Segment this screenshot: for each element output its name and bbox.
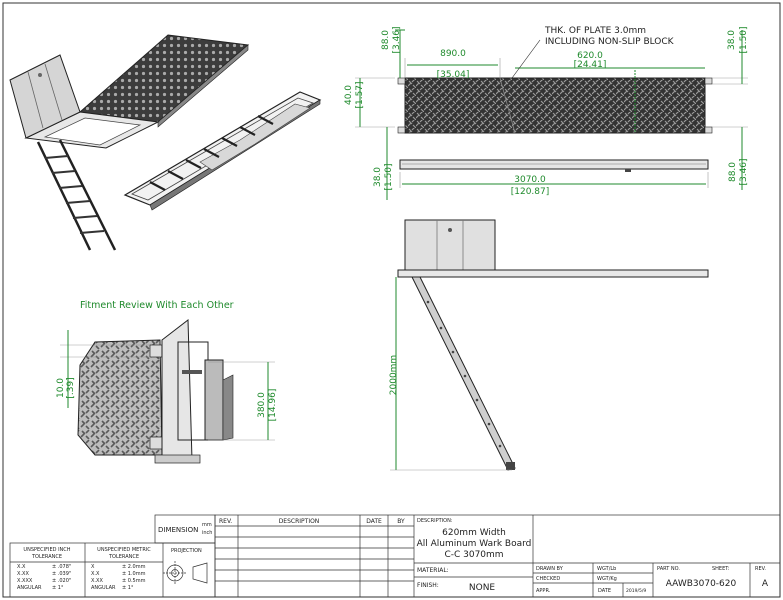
unit-inch: inch (202, 530, 212, 536)
description-line2: All Aluminum Wark Board (417, 539, 532, 549)
dim-3070-mm: 3070.0 (514, 175, 546, 185)
inch-tol-v2: ± .020" (52, 578, 71, 584)
metric-tol-v1: ± 1.0mm (122, 571, 146, 577)
part-no-label: PART NO. (657, 566, 680, 572)
description-line3: C-C 3070mm (444, 550, 503, 560)
top-view-dimensions (355, 29, 748, 200)
dim-620-mm: 620.0 (577, 51, 603, 61)
dim-40-mm: 40.0 (344, 85, 354, 105)
dim-3070-in: [120.87] (511, 187, 550, 197)
dim-890-in: [35.04] (437, 70, 470, 80)
by-header: BY (397, 518, 405, 525)
appr-label: APPR. (536, 588, 551, 594)
rev-header: REV. (219, 518, 232, 525)
metric-tol-title-2: TOLERANCE (108, 554, 139, 560)
metric-tol-v0: ± 2.0mm (122, 564, 146, 570)
fitment-view (60, 319, 275, 464)
dim-fit10-in: [.39] (66, 377, 76, 398)
iso-view-underside (123, 91, 322, 211)
projection-symbol (163, 561, 208, 585)
metric-tol-k1: X.X (91, 571, 100, 577)
inch-tol-v0: ± .078" (52, 564, 71, 570)
dim-left-38-mm: 38.0 (373, 167, 383, 187)
dim-fit380-mm: 380.0 (257, 392, 267, 418)
checked-value: WGT/Kg (597, 576, 617, 582)
finish-value: NONE (469, 583, 496, 593)
rev-label: REV. (755, 566, 766, 572)
date-value: 2019/5/9 (626, 588, 646, 594)
dim-right-88-mm: 88.0 (728, 162, 738, 182)
elevation-view (390, 219, 709, 471)
dim-fit380-in: [14.96] (268, 389, 278, 422)
plate-note-line2: INCLUDING NON-SLIP BLOCK (545, 37, 675, 47)
dim-fit10-mm: 10.0 (56, 378, 66, 398)
unit-mm: mm (202, 522, 212, 528)
rev-value: A (762, 579, 769, 589)
iso-view-board-with-trapdoor (9, 34, 250, 251)
description-label: DESCRIPTION: (417, 518, 453, 524)
drawn-by-value: WGT/Lb (597, 566, 616, 572)
drawn-by-label: DRAWN BY (536, 566, 564, 572)
dim-right-38-in: [1.50] (739, 26, 749, 53)
metric-tol-v2: ± 0.5mm (122, 578, 146, 584)
metric-tol-k2: X.XX (91, 578, 103, 584)
top-view-board (397, 77, 713, 134)
title-block (9, 514, 781, 598)
projection-label: PROJECTION (171, 548, 202, 554)
dim-left-38-in: [1.50] (384, 163, 394, 190)
checked-label: CHECKED (536, 576, 560, 582)
metric-tol-title-1: UNSPECIFIED METRIC (97, 547, 151, 553)
material-label: MATERIAL: (417, 567, 449, 574)
plate-note-line1: THK. OF PLATE 3.0mm (544, 26, 646, 36)
inch-tol-k3: ANGULAR (17, 585, 42, 591)
finish-label: FINISH: (417, 582, 439, 589)
inch-tol-k0: X.X (17, 564, 26, 570)
dim-right-38-mm: 38.0 (727, 30, 737, 50)
dim-890-mm: 890.0 (440, 49, 466, 59)
fitment-title: Fitment Review With Each Other (80, 300, 234, 311)
inch-tol-v1: ± .039" (52, 571, 71, 577)
dim-2000: 2000mm (389, 355, 399, 395)
description-header: DESCRIPTION (279, 518, 320, 525)
dimension-label: DIMENSION (158, 526, 198, 534)
description-line1: 620mm Width (442, 528, 506, 538)
date-label: DATE (598, 588, 611, 594)
inch-tol-v3: ± 1° (52, 585, 64, 591)
inch-tol-title-1: UNSPECIFIED INCH (23, 547, 70, 553)
side-view-board (399, 159, 709, 172)
dim-88-in: [3.46] (392, 26, 402, 53)
metric-tol-k3: ANGULAR (91, 585, 116, 591)
sheet-label: SHEET: (712, 566, 730, 572)
dim-right-88-in: [3.46] (739, 158, 749, 185)
part-no-value: AAWB3070-620 (666, 579, 737, 589)
inch-tol-title-2: TOLERANCE (31, 554, 62, 560)
inch-tol-k1: X.XX (17, 571, 29, 577)
dim-620-in: [24.41] (574, 60, 607, 70)
dim-40-in: [1.57] (355, 81, 365, 108)
metric-tol-v3: ± 1° (122, 585, 134, 591)
inch-tol-k2: X.XXX (17, 578, 33, 584)
date-header: DATE (366, 518, 382, 525)
metric-tol-k0: X (91, 564, 95, 570)
dim-88-mm: 88.0 (381, 30, 391, 50)
